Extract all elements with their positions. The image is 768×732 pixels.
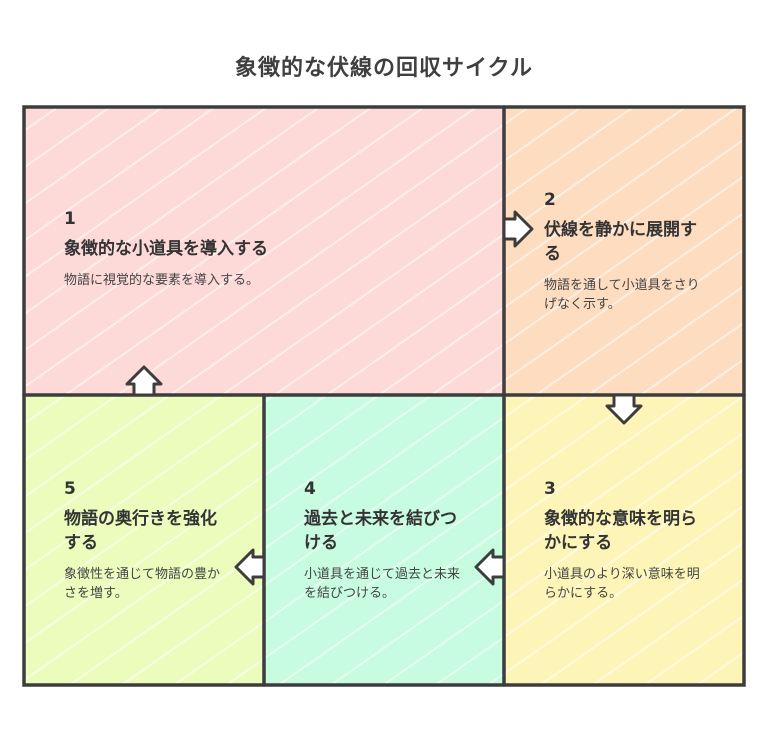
step-2-heading: 伏線を静かに展開する — [544, 220, 697, 264]
arrow-right-1-to-2 — [502, 210, 534, 248]
arrow-left-4-to-5 — [234, 548, 266, 586]
step-3: 3 象徴的な意味を明らかにする 小道具のより深い意味を明らかにする。 — [544, 479, 712, 603]
diagram-title: 象徴的な伏線の回収サイクル — [235, 56, 533, 81]
step-3-heading: 象徴的な意味を明らかにする — [544, 509, 697, 553]
step-2-description: 物語を通して小道具をさりげなく示す。 — [544, 278, 700, 312]
arrow-left-3-to-4 — [474, 548, 506, 586]
step-5-description: 象徴性を通じて物語の豊かさを増す。 — [64, 567, 221, 601]
step-1-number: 1 — [64, 209, 77, 229]
step-5-number: 5 — [64, 479, 77, 499]
step-3-description: 小道具のより深い意味を明らかにする。 — [544, 567, 700, 601]
cell-3-fill — [504, 395, 744, 685]
step-1-description: 物語に視覚的な要素を導入する。 — [64, 273, 260, 288]
step-4-number: 4 — [304, 479, 317, 499]
cell-5-fill — [24, 395, 264, 685]
cell-2-fill — [504, 107, 744, 395]
cell-1-fill — [24, 107, 504, 395]
step-1: 1 象徴的な小道具を導入する 物語に視覚的な要素を導入する。 — [64, 209, 474, 290]
step-5-heading: 物語の奥行きを強化する — [64, 509, 217, 553]
step-3-number: 3 — [544, 479, 557, 499]
step-4: 4 過去と未来を結びつける 小道具を通じて過去と未来を結びつける。 — [304, 479, 472, 603]
step-2-number: 2 — [544, 190, 557, 210]
arrow-down-2-to-3 — [605, 393, 643, 425]
arrow-up-5-to-1 — [125, 365, 163, 397]
step-5: 5 物語の奥行きを強化する 象徴性を通じて物語の豊かさを増す。 — [64, 479, 232, 603]
step-2: 2 伏線を静かに展開する 物語を通して小道具をさりげなく示す。 — [544, 190, 712, 314]
step-4-heading: 過去と未来を結びつける — [304, 509, 457, 553]
cell-4-fill — [264, 395, 504, 685]
step-4-description: 小道具を通じて過去と未来を結びつける。 — [304, 567, 461, 601]
step-1-heading: 象徴的な小道具を導入する — [64, 239, 268, 259]
